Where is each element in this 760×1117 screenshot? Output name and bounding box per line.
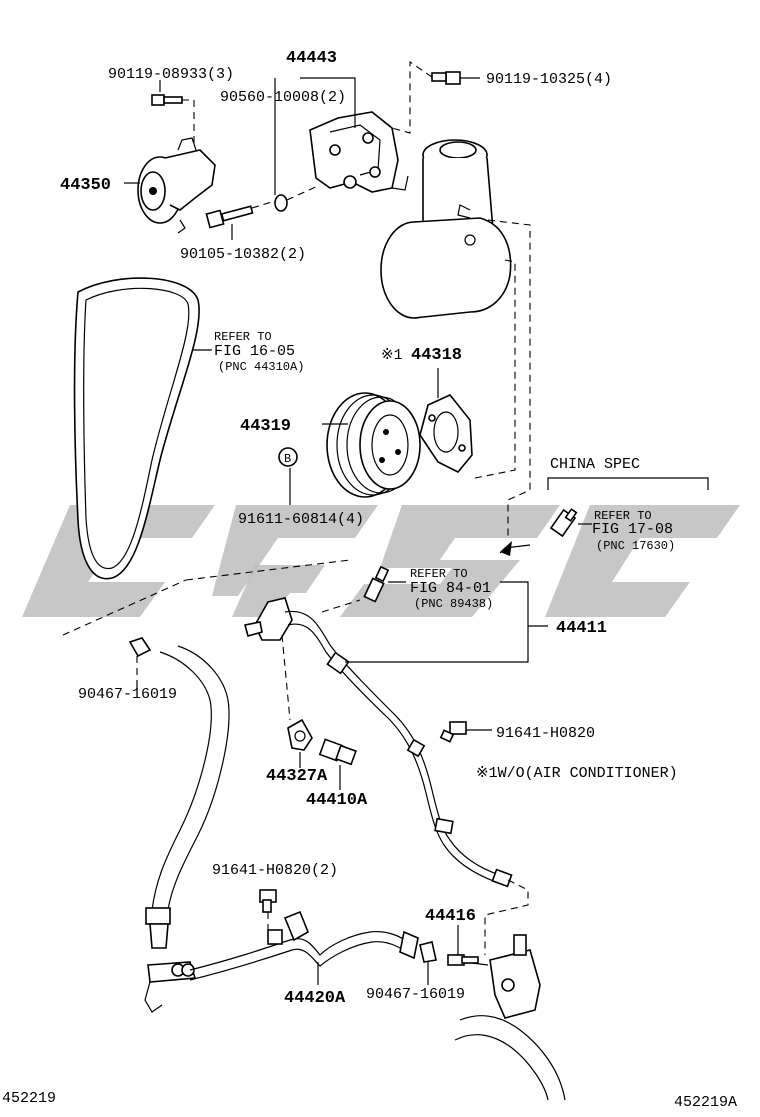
label-refer-to-1: REFER TO bbox=[214, 330, 272, 344]
label-fig-17-08: FIG 17-08 bbox=[592, 521, 673, 538]
watermark-logo bbox=[22, 505, 740, 617]
label-44411: 44411 bbox=[556, 619, 607, 638]
bolt-90119-10325 bbox=[391, 60, 461, 134]
label-fig-16-05: FIG 16-05 bbox=[214, 343, 295, 360]
steering-gear-box bbox=[447, 934, 566, 1101]
label-90105-10382: 90105-10382(2) bbox=[180, 246, 306, 263]
bolt-91641-h0820-b bbox=[259, 889, 277, 930]
ref-line-pump-right bbox=[487, 219, 531, 540]
label-44416: 44416 bbox=[425, 907, 476, 926]
union-bolt bbox=[318, 738, 357, 766]
return-pipe bbox=[189, 910, 419, 981]
power-steering-pump bbox=[380, 139, 512, 319]
pump-bracket bbox=[309, 111, 409, 193]
return-hose bbox=[144, 645, 230, 1013]
label-note-wo-ac: ※1W/O(AIR CONDITIONER) bbox=[476, 765, 678, 782]
label-refer-to-3: REFER TO bbox=[410, 567, 468, 581]
union-bolt-44416 bbox=[447, 925, 479, 966]
label-pnc-89438: (PNC 89438) bbox=[414, 597, 493, 611]
ref-line-left bbox=[185, 559, 351, 581]
clamp-90467-16019-b bbox=[419, 941, 437, 985]
label-china-spec: CHINA SPEC bbox=[550, 456, 640, 473]
label-91641-h0820-b: 91641-H0820(2) bbox=[212, 862, 338, 879]
label-mark-1: ※1 bbox=[381, 347, 403, 364]
washer-90560-10008 bbox=[274, 184, 321, 212]
ref-line-44416 bbox=[484, 879, 529, 955]
label-44420a: 44420A bbox=[284, 989, 346, 1008]
label-refer-to-2: REFER TO bbox=[594, 509, 652, 523]
label-pnc-17630: (PNC 17630) bbox=[596, 539, 675, 553]
label-90119-08933: 90119-08933(3) bbox=[108, 66, 234, 83]
pump-pulley bbox=[326, 392, 421, 498]
ref-line-left-2 bbox=[62, 579, 187, 636]
pressure-switch-84-01 bbox=[363, 565, 406, 603]
pulley-plate bbox=[419, 394, 473, 474]
label-44350: 44350 bbox=[60, 176, 111, 195]
ref-line-sensor bbox=[321, 599, 361, 613]
label-44443: 44443 bbox=[286, 49, 337, 68]
label-90119-10325: 90119-10325(4) bbox=[486, 71, 612, 88]
mark-b-circle bbox=[278, 447, 298, 467]
footer-right-code: 452219A bbox=[674, 1094, 737, 1111]
leader-44411 bbox=[345, 581, 529, 663]
idler-pulley-assembly bbox=[137, 137, 216, 234]
pressure-hose bbox=[244, 597, 513, 888]
label-44319: 44319 bbox=[240, 417, 291, 436]
ref-line-pump-mid bbox=[474, 259, 516, 479]
label-44318: 44318 bbox=[411, 346, 462, 365]
pressure-switch-china bbox=[549, 508, 592, 538]
footer-left-code: 452219 bbox=[2, 1090, 56, 1107]
v-belt bbox=[73, 277, 212, 580]
leader-44443 bbox=[300, 77, 356, 128]
bolt-91641-h0820-a bbox=[439, 721, 492, 743]
bolt-90119-08933 bbox=[151, 94, 195, 148]
arrow-head bbox=[500, 541, 512, 556]
label-90467-16019-b: 90467-16019 bbox=[366, 986, 465, 1003]
bolt-90105-10382 bbox=[205, 199, 279, 229]
label-pnc-44310a: (PNC 44310A) bbox=[218, 360, 304, 374]
union-bolt-gasket bbox=[281, 634, 313, 751]
china-spec-bracket bbox=[547, 477, 709, 490]
label-fig-84-01: FIG 84-01 bbox=[410, 580, 491, 597]
label-90560-10008: 90560-10008(2) bbox=[220, 89, 346, 106]
label-44327a: 44327A bbox=[266, 767, 328, 786]
label-44410a: 44410A bbox=[306, 791, 368, 810]
label-b: B bbox=[284, 452, 291, 466]
clamp-90467-16019-a bbox=[128, 637, 152, 678]
label-90467-16019-a: 90467-16019 bbox=[78, 686, 177, 703]
label-91611-60814: 91611-60814(4) bbox=[238, 511, 364, 528]
label-91641-h0820-a: 91641-H0820 bbox=[496, 725, 595, 742]
